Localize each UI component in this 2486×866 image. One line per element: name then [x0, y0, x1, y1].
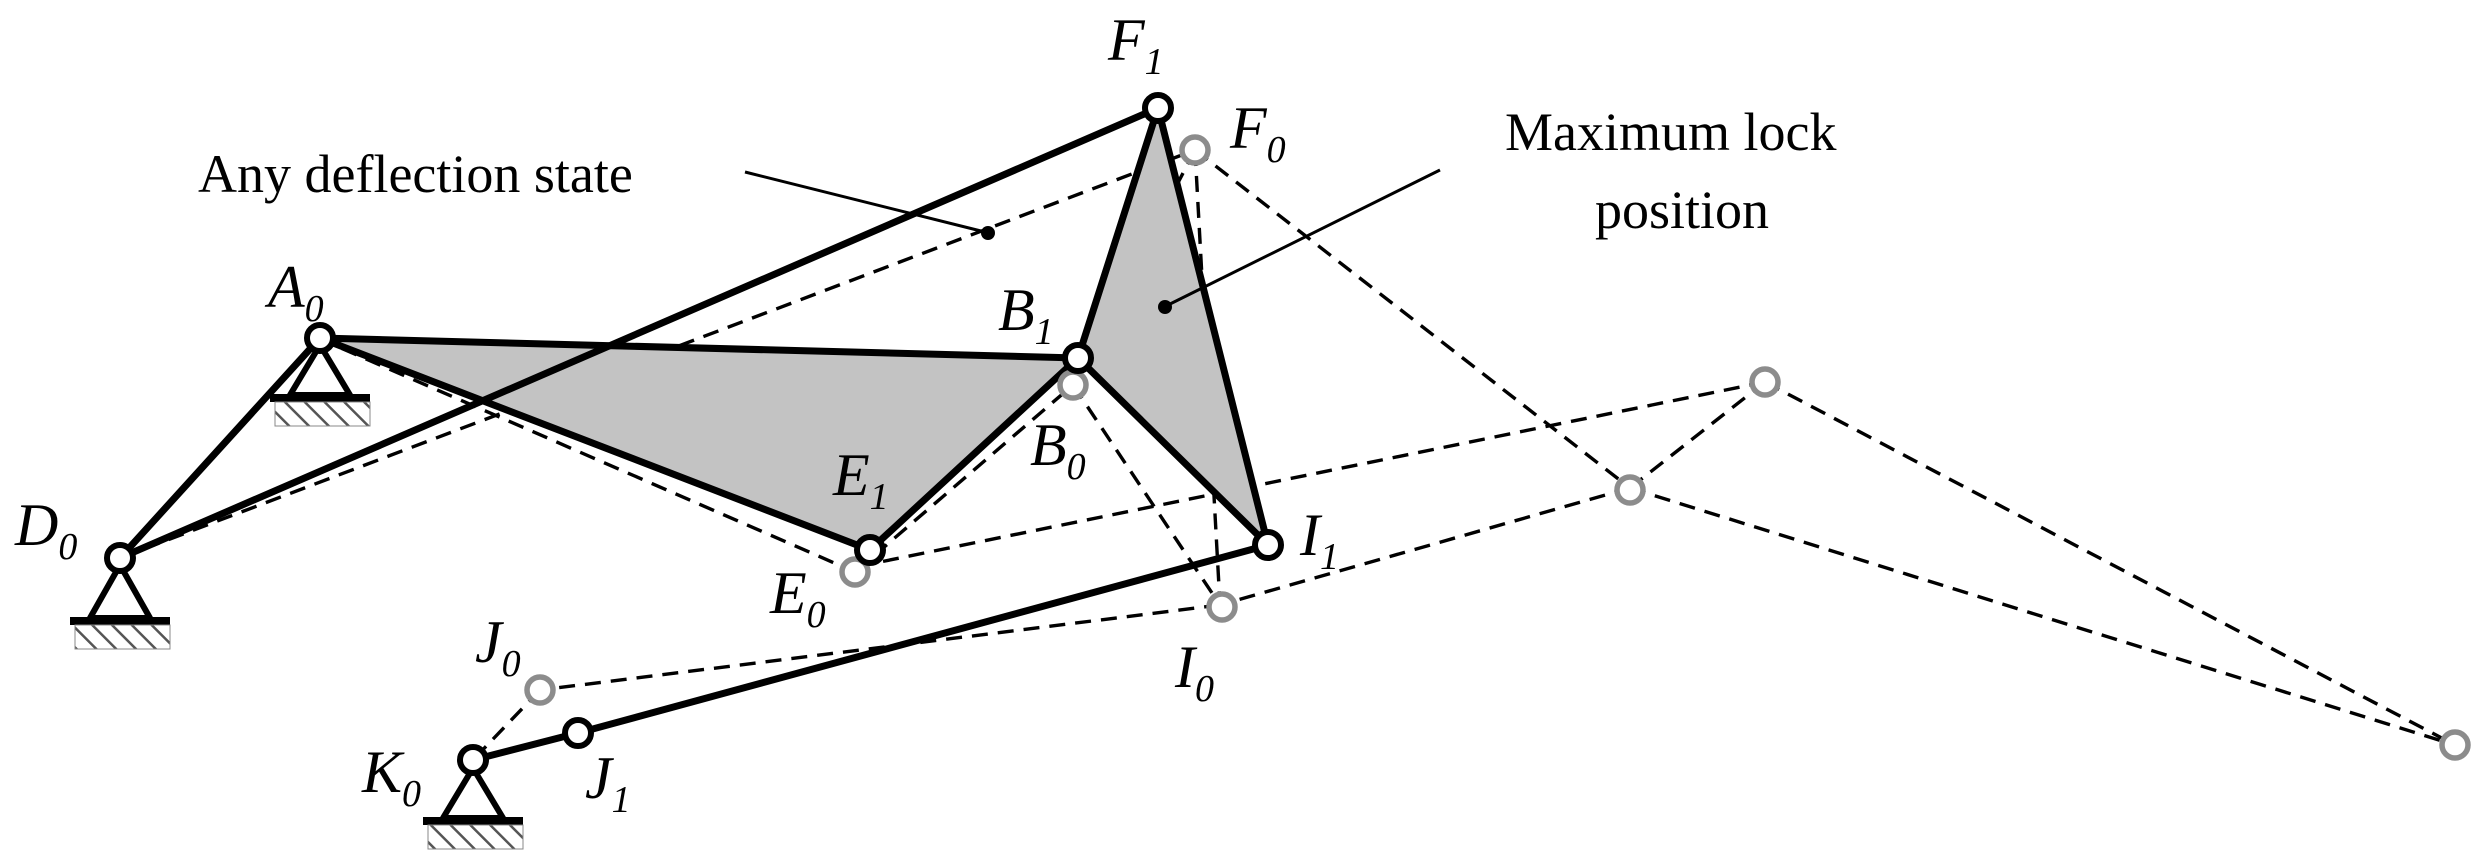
joint-right-far: [2439, 729, 2471, 761]
annotation-maximum-lock-line1: Maximum lock: [1505, 102, 1836, 162]
joint-right-upper: [1749, 366, 1781, 398]
annotation-any-deflection-state: Any deflection state: [198, 144, 633, 204]
ground-support-d0: [70, 562, 171, 650]
joint-e1: [854, 534, 886, 566]
joint-b1: [1062, 342, 1094, 374]
joint-i0: [1206, 591, 1238, 623]
joint-b0: [1057, 369, 1089, 401]
label-b1: B1: [998, 277, 1054, 353]
joint-j0: [524, 674, 556, 706]
joint-f0: [1179, 134, 1211, 166]
label-b0: B0: [1030, 412, 1086, 488]
joint-i1: [1252, 529, 1284, 561]
label-k0: K0: [361, 739, 421, 815]
joint-right-middle: [1614, 474, 1646, 506]
label-i1: I1: [1299, 502, 1339, 578]
solid-state-joints: [104, 92, 1284, 776]
joint-f1: [1142, 92, 1174, 124]
joint-j1: [562, 717, 594, 749]
ground-support-k0: [423, 765, 524, 850]
dashed-linkage-any-deflection-state: [118, 148, 2456, 762]
label-a0: A0: [264, 254, 324, 330]
dashed-state-joints: [524, 134, 2471, 761]
joint-k0: [457, 744, 489, 776]
label-i0: I0: [1174, 634, 1214, 710]
label-j1: J1: [585, 745, 631, 821]
label-d0: D0: [14, 492, 77, 568]
ground-support-a0: [270, 342, 371, 427]
joint-a0: [304, 322, 336, 354]
joint-e0: [839, 556, 871, 588]
label-e0: E0: [769, 560, 826, 636]
ternary-plate-a-b-e: [316, 334, 1082, 554]
label-e1: E1: [832, 442, 889, 518]
solid-linkage-maximum-lock: [116, 104, 1272, 764]
label-j0: J0: [475, 609, 521, 685]
annotation-leaders: [744, 168, 1441, 314]
ternary-plate-f-b-i: [1074, 104, 1272, 549]
annotation-maximum-lock-line2: position: [1595, 180, 1769, 240]
label-f0: F0: [1229, 95, 1286, 171]
label-f1: F1: [1107, 7, 1164, 83]
joint-d0: [104, 542, 136, 574]
